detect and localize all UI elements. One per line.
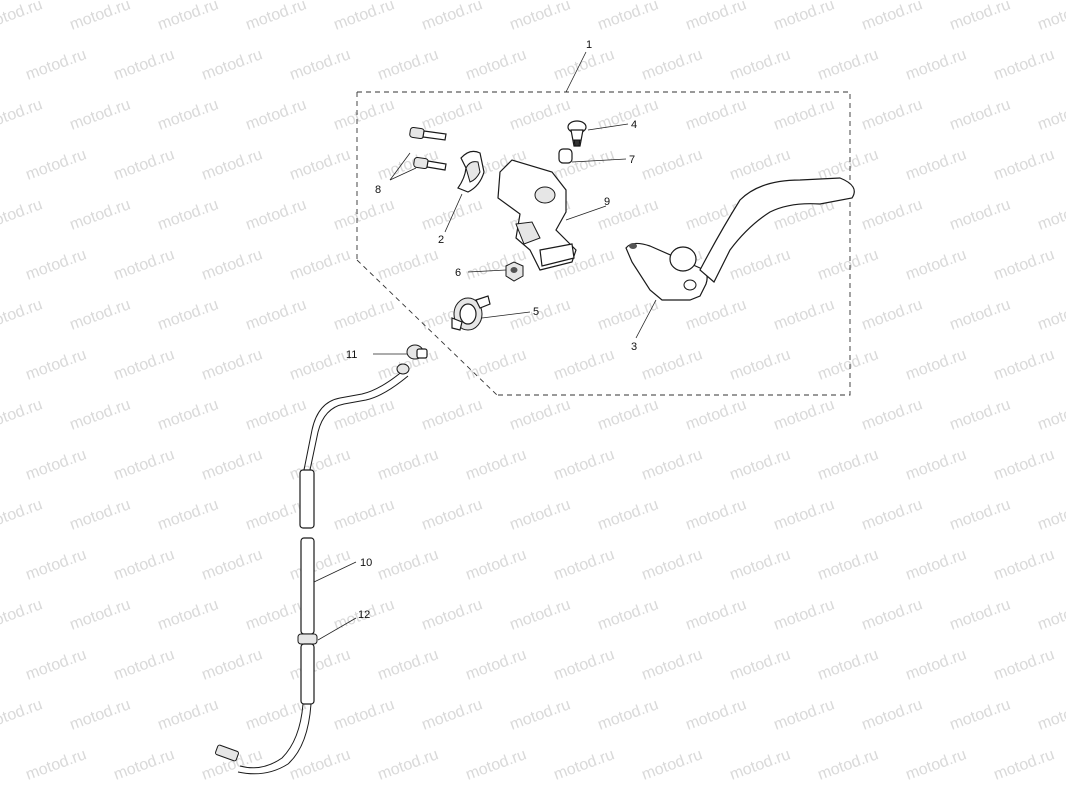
clutch-lever-icon: [625, 177, 855, 301]
callout-6: 6: [455, 267, 461, 279]
callout-5: 5: [533, 306, 539, 318]
lever-bracket-icon: [497, 159, 577, 271]
callout-8: 8: [375, 184, 381, 196]
callout-9: 9: [604, 196, 610, 208]
leader-lines: [313, 51, 657, 641]
callout-7: 7: [629, 154, 635, 166]
callout-4: 4: [631, 119, 637, 131]
nut-icon: [505, 261, 524, 282]
cable-adjuster-icon: [451, 295, 491, 331]
callout-labels: 1 2 3 4 5 6 7 8 9 10 11 12: [346, 39, 637, 621]
callout-1: 1: [586, 39, 592, 51]
callout-3: 3: [631, 341, 637, 353]
pivot-pin-icon: [567, 120, 587, 147]
callout-2: 2: [438, 234, 444, 246]
callout-12: 12: [358, 609, 370, 621]
clamp-icon: [457, 150, 485, 193]
cable-nipple-icon: [406, 344, 428, 360]
assembly-outline: [356, 91, 851, 396]
callout-11: 11: [346, 349, 357, 361]
callout-10: 10: [360, 557, 372, 569]
clutch-cable-icon: [215, 363, 410, 775]
bush-icon: [558, 148, 573, 164]
bolt-icon: [409, 126, 447, 171]
